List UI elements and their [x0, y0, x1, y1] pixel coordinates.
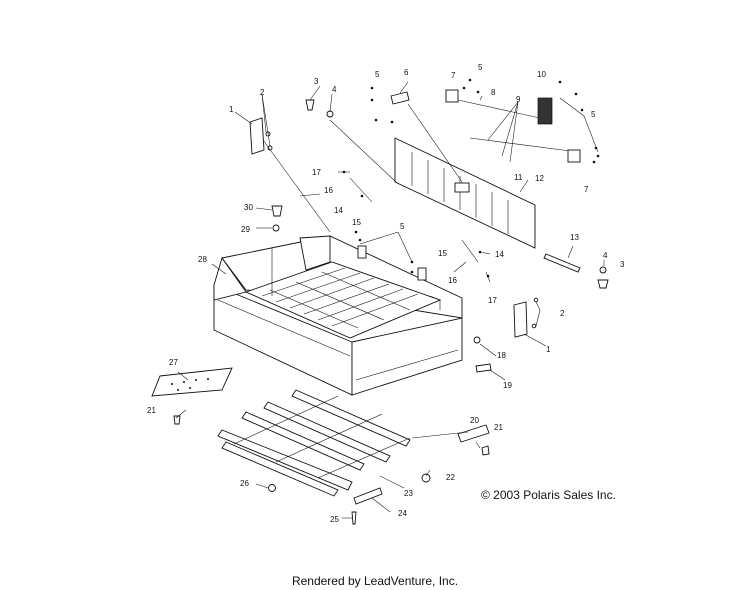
- copyright-notice: © 2003 Polaris Sales Inc.: [481, 488, 616, 502]
- callout-20: 20: [470, 416, 479, 425]
- callout-16: 16: [448, 276, 457, 285]
- callout-17: 17: [312, 168, 321, 177]
- callout-18: 18: [497, 351, 506, 360]
- callout-19: 19: [503, 381, 512, 390]
- cargo-box: [213, 235, 463, 396]
- callout-23: 23: [404, 489, 413, 498]
- callout-4: 4: [332, 85, 337, 94]
- callout-16: 16: [324, 186, 333, 195]
- callout-5: 5: [400, 222, 405, 231]
- callout-2: 2: [560, 309, 565, 318]
- callout-29: 29: [241, 225, 250, 234]
- callout-13: 13: [570, 233, 579, 242]
- callout-10: 10: [537, 70, 546, 79]
- callout-7: 7: [584, 185, 589, 194]
- callout-5: 5: [375, 70, 380, 79]
- frame-rails: [217, 389, 411, 497]
- callout-7: 7: [451, 71, 456, 80]
- callout-28: 28: [198, 255, 207, 264]
- callout-27: 27: [169, 358, 178, 367]
- callout-2: 2: [260, 88, 265, 97]
- hardware: [173, 78, 609, 525]
- footer-credit: Rendered by LeadVenture, Inc.: [291, 574, 459, 588]
- leader-lines: [175, 81, 605, 519]
- callout-11: 11: [514, 173, 523, 182]
- callout-9: 9: [516, 95, 521, 104]
- callout-21: 21: [147, 406, 156, 415]
- skid-plate: [151, 367, 233, 397]
- callout-22: 22: [446, 473, 455, 482]
- callout-14: 14: [495, 250, 504, 259]
- callout-26: 26: [240, 479, 249, 488]
- callout-labels: 1 2 3 4 5 6 7 5 8 9 10 5 7 11 12 13 4 3 …: [147, 63, 625, 524]
- callout-15: 15: [352, 218, 361, 227]
- callout-8: 8: [491, 88, 496, 97]
- callout-5: 5: [478, 63, 483, 72]
- callout-21: 21: [494, 423, 503, 432]
- callout-12: 12: [535, 174, 544, 183]
- callout-3: 3: [620, 260, 625, 269]
- callout-6: 6: [404, 68, 409, 77]
- callout-15: 15: [438, 249, 447, 258]
- tailgate: [394, 137, 536, 249]
- callout-24: 24: [398, 509, 407, 518]
- callout-14: 14: [334, 206, 343, 215]
- callout-30: 30: [244, 203, 253, 212]
- callout-17: 17: [488, 296, 497, 305]
- callout-4: 4: [603, 251, 608, 260]
- callout-5: 5: [591, 110, 596, 119]
- callout-25: 25: [330, 515, 339, 524]
- callout-3: 3: [314, 77, 319, 86]
- callout-1: 1: [546, 345, 551, 354]
- callout-1: 1: [229, 105, 234, 114]
